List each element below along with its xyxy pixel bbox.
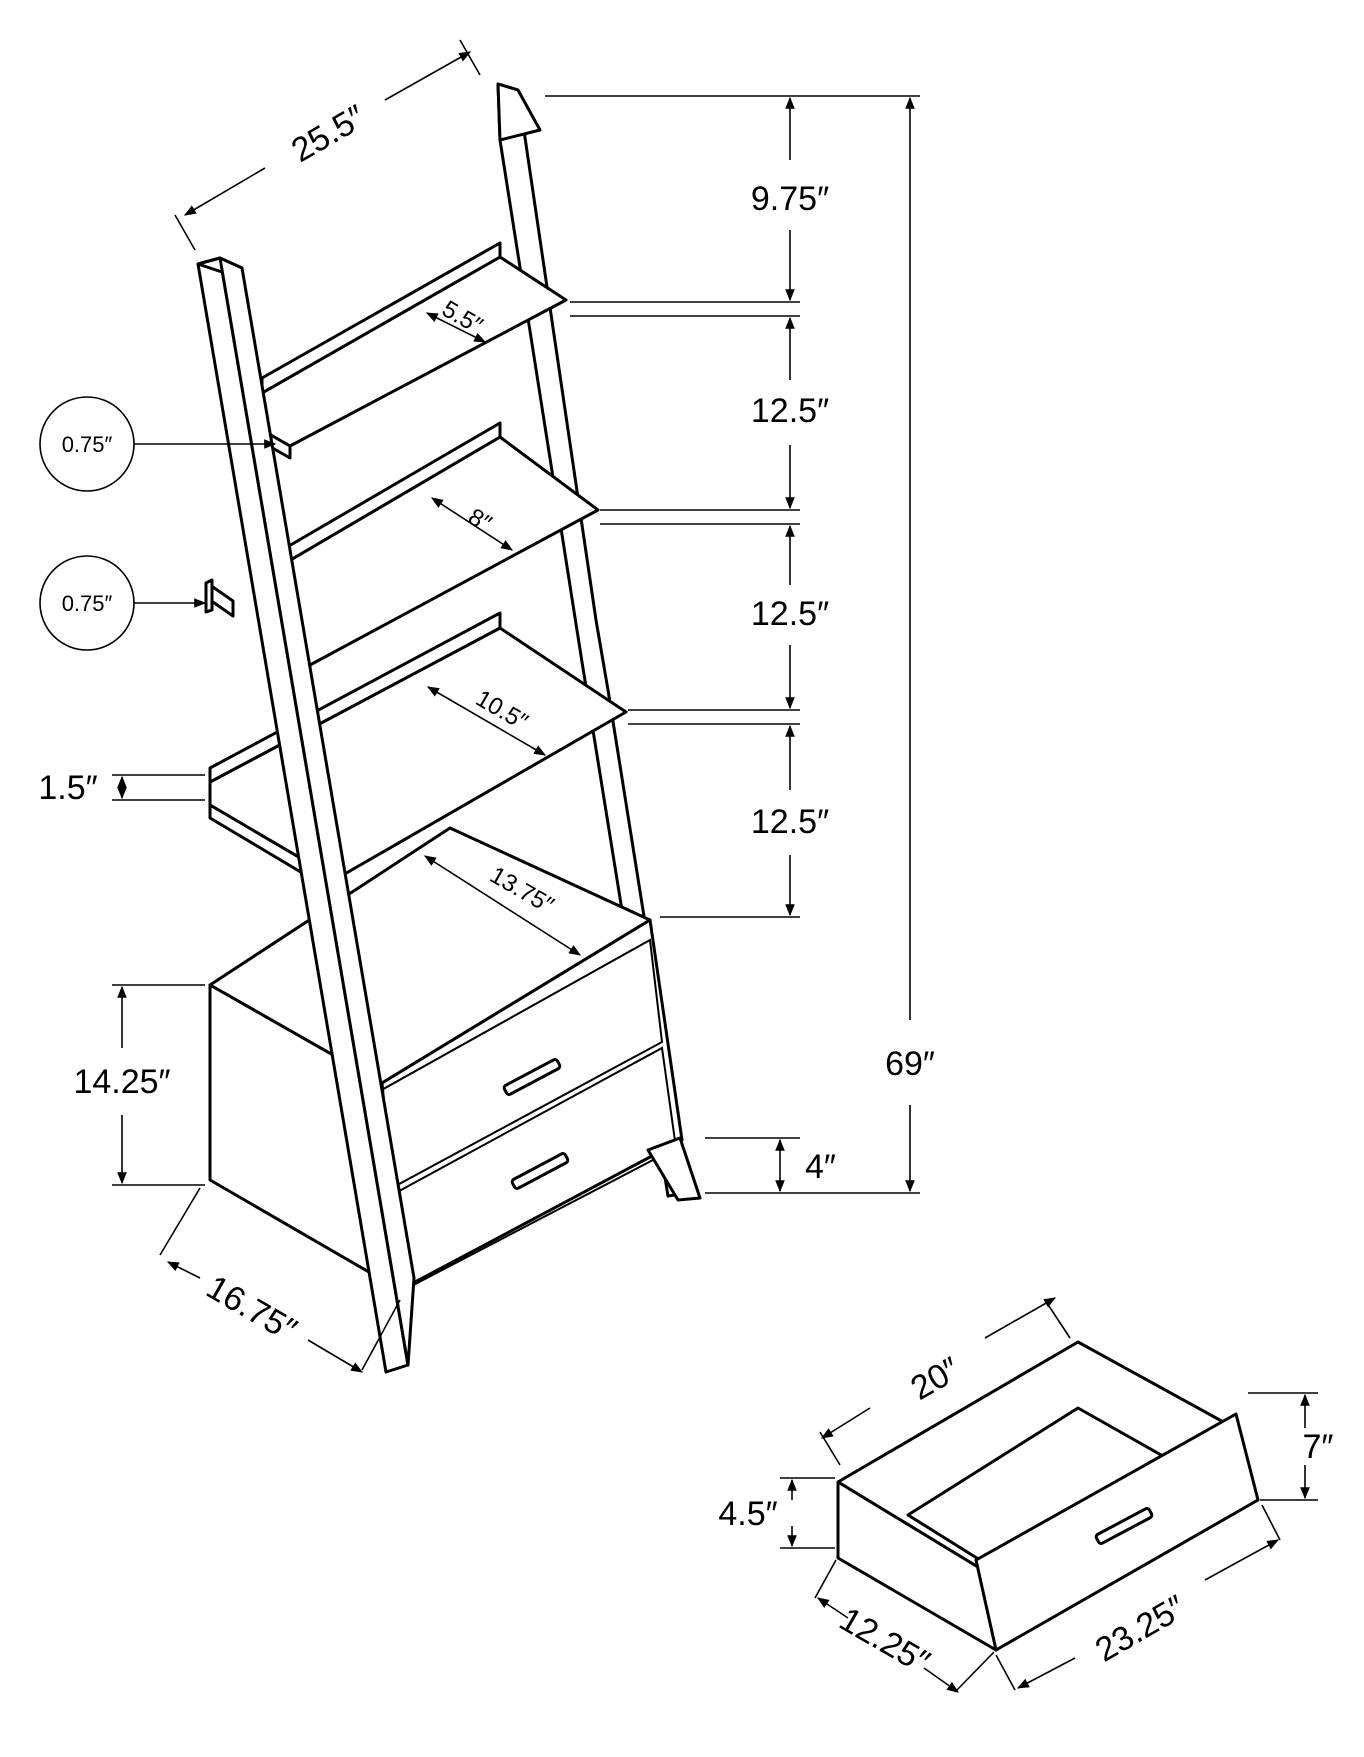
shelf-spacing-3-label: 12.5″ [751, 803, 829, 841]
rail-thickness-2-label: 0.75″ [62, 591, 113, 616]
drawer-width-label: 20″ [904, 1350, 966, 1408]
left-leg [196, 256, 416, 1374]
rail-thickness-1-label: 0.75″ [62, 432, 113, 457]
lip-height-label: 1.5″ [38, 769, 97, 807]
drawer-front-width-label: 23.25″ [1089, 1588, 1192, 1669]
shelf-spacing-1-label: 12.5″ [751, 392, 829, 430]
shelf-1 [260, 241, 568, 460]
shelf-spacing-2-label: 12.5″ [751, 595, 829, 633]
bookcase-drawing [196, 82, 702, 1374]
base-clearance-label: 4″ [805, 1148, 836, 1186]
shelf-spacing-top-label: 9.75″ [751, 180, 829, 218]
rail-bracket [204, 578, 214, 614]
overall-width-label: 25.5″ [285, 98, 372, 170]
dimension-lines [112, 39, 1318, 1693]
overall-height-label: 69″ [885, 1045, 935, 1083]
drawer-drawing [836, 1340, 1260, 1652]
cabinet-depth-label: 16.75″ [200, 1268, 303, 1349]
drawer-box-height-label: 4.5″ [718, 1495, 777, 1533]
cabinet-height-label: 14.25″ [73, 1063, 170, 1101]
drawer-depth-label: 12.25″ [833, 1600, 936, 1681]
rail-callout-circle-2 [39, 555, 135, 651]
rail-callout-circle-1 [39, 396, 135, 492]
drawer-front-height-label: 7″ [1303, 1428, 1334, 1466]
